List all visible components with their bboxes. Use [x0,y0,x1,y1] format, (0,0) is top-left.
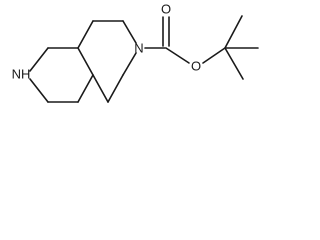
bond-nh-c1 [29,47,49,72]
bond-tbu-methyl-down [224,47,244,80]
bond-c4a-c5 [77,74,94,103]
bond-c2r-n [122,20,137,44]
atom-label-ester-oxygen: O [191,58,201,73]
bond-c4r-c4a [92,74,109,103]
bond-c8a-c1r [77,20,94,49]
bond-tbu-methyl-up [224,15,243,49]
bond-carbonyl-ester-o [165,47,190,64]
bond-c8a-c4a [77,47,94,76]
atom-label-carbonyl-oxygen: O [161,1,171,16]
atom-label-n: N [134,40,143,55]
chemical-structure-diagram: NH N O O [12,1,259,103]
bond-c3r-c4r [107,74,124,103]
bond-n-c3r [122,52,137,76]
bond-ester-o-tbu [202,47,226,64]
atom-label-nh: NH [12,66,31,81]
bond-c6-nh [29,78,49,103]
